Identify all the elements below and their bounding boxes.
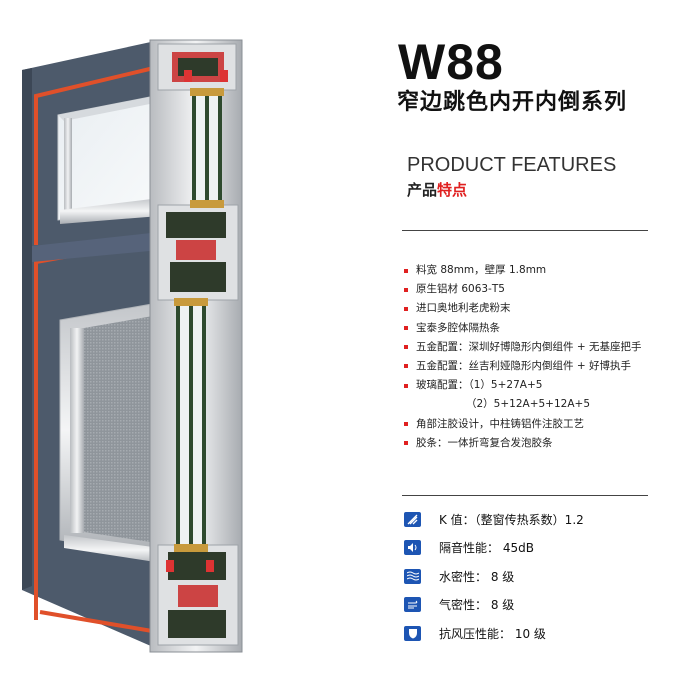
divider-top [402,230,648,231]
window-cutaway-illustration [22,39,243,653]
model-title: W88 [398,34,504,90]
feature-item: 角部注胶设计，中柱铸铝件注胶工艺 [404,415,641,434]
feature-item: 原生铝材 6063-T5 [404,280,641,299]
bullet-icon [404,422,408,426]
thermal-icon [404,511,421,527]
series-name: 窄边跳色内开内倒系列 [397,90,628,115]
performance-item-wind: 抗风压性能： 10 级 [404,619,584,648]
performance-list: K 值：（整窗传热系数）1.2 隔音性能： 45dB 水密性： 8 级 气密性：… [404,505,584,648]
bullet-icon [404,383,408,388]
feature-item: 玻璃配置：（1）5+27A+5 [404,376,641,395]
feature-item: 进口奥地利老虎粉末 [404,299,641,318]
water-icon [404,568,421,584]
sound-icon [404,540,421,556]
feature-list: 料宽 88mm，壁厚 1.8mm 原生铝材 6063-T5 进口奥地利老虎粉末 … [404,261,641,453]
bullet-icon [404,287,408,292]
performance-item-sound: 隔音性能： 45dB [404,534,584,563]
bullet-icon [404,268,408,273]
insect-screen-mesh [84,313,170,545]
air-icon [404,597,421,613]
frame-seal [34,65,159,245]
bullet-icon [404,364,408,369]
bullet-icon [404,306,408,311]
feature-item: 料宽 88mm，壁厚 1.8mm [404,261,641,280]
performance-item-thermal: K 值：（整窗传热系数）1.2 [404,505,584,534]
feature-item: 胶条：一体折弯复合发泡胶条 [404,434,641,453]
wind-shield-icon [404,625,421,641]
bullet-icon [404,441,408,446]
divider-bottom [402,495,648,496]
features-heading-cn-highlight: 特点 [437,181,468,199]
feature-item-continuation: （2）5+12A+5+12A+5 [466,398,591,411]
lower-glass-unit [174,298,208,552]
features-heading-cn-prefix: 产品 [407,181,438,199]
bullet-icon [404,326,408,331]
performance-item-water: 水密性： 8 级 [404,562,584,591]
upper-glass-unit [190,88,224,208]
performance-item-air: 气密性： 8 级 [404,591,584,620]
features-heading-en: PRODUCT FEATURES [407,154,617,176]
bullet-icon [404,345,408,350]
feature-item: 宝泰多腔体隔热条 [404,319,641,338]
features-heading-cn: 产品特点 [407,179,467,201]
feature-item: 五金配置：深圳好博隐形内倒组件 + 无基座把手 [404,338,641,357]
feature-item: 五金配置：丝吉利娅隐形内倒组件 + 好博执手 [404,357,641,376]
